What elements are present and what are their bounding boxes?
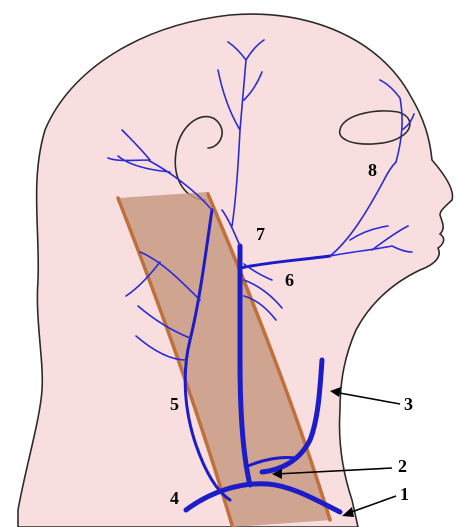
- label-8: 8: [368, 160, 377, 180]
- label-7: 7: [256, 224, 265, 244]
- label-4: 4: [170, 488, 179, 508]
- label-6: 6: [285, 270, 294, 290]
- label-5: 5: [170, 394, 179, 414]
- arrow-3: [334, 392, 400, 404]
- label-3: 3: [404, 394, 413, 414]
- label-2: 2: [398, 456, 407, 476]
- label-1: 1: [400, 484, 409, 504]
